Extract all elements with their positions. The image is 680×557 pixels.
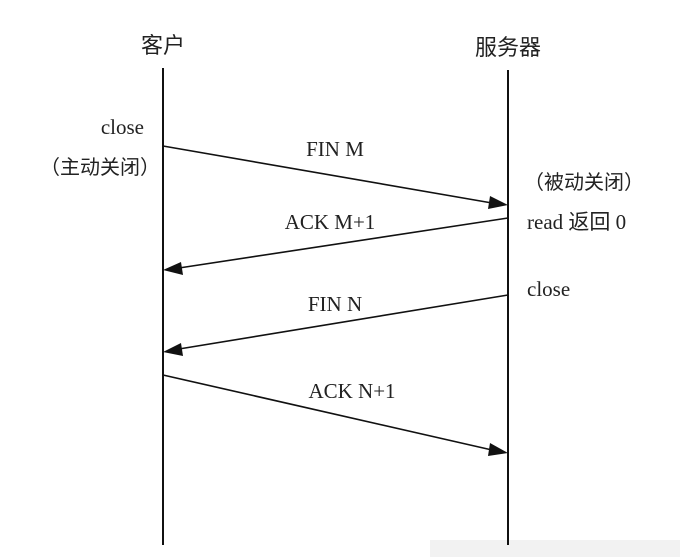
server-read-zero-note: read 返回 0 xyxy=(527,210,626,234)
message-ack-m-plus-1: ACK M+1 xyxy=(163,210,509,275)
server-header: 服务器 xyxy=(475,36,541,61)
fin-n-arrowhead xyxy=(163,343,183,356)
fin-m-arrowhead xyxy=(488,196,508,209)
fin-m-arrow-line xyxy=(162,145,493,204)
client-close-note: close xyxy=(101,115,144,139)
fin-n-label: FIN N xyxy=(308,292,362,316)
ack-m-plus-1-arrowhead xyxy=(163,262,183,275)
ack-n-plus-1-arrow-line xyxy=(162,374,493,451)
fin-m-label: FIN M xyxy=(306,137,364,161)
message-ack-n-plus-1: ACK N+1 xyxy=(162,374,508,456)
ack-n-plus-1-arrowhead xyxy=(488,443,508,456)
message-fin-m: FIN M xyxy=(162,137,508,209)
server-passive-close-note: （被动关闭） xyxy=(524,170,644,194)
fin-n-arrow-line xyxy=(178,294,509,350)
client-active-close-note: （主动关闭） xyxy=(40,155,160,179)
corner-strip xyxy=(430,540,680,557)
client-header: 客户 xyxy=(141,34,185,59)
message-fin-n: FIN N xyxy=(163,292,509,356)
ack-n-plus-1-label: ACK N+1 xyxy=(308,379,395,403)
ack-m-plus-1-arrow-line xyxy=(178,217,509,269)
ack-m-plus-1-label: ACK M+1 xyxy=(285,210,376,234)
server-close-note: close xyxy=(527,277,570,301)
